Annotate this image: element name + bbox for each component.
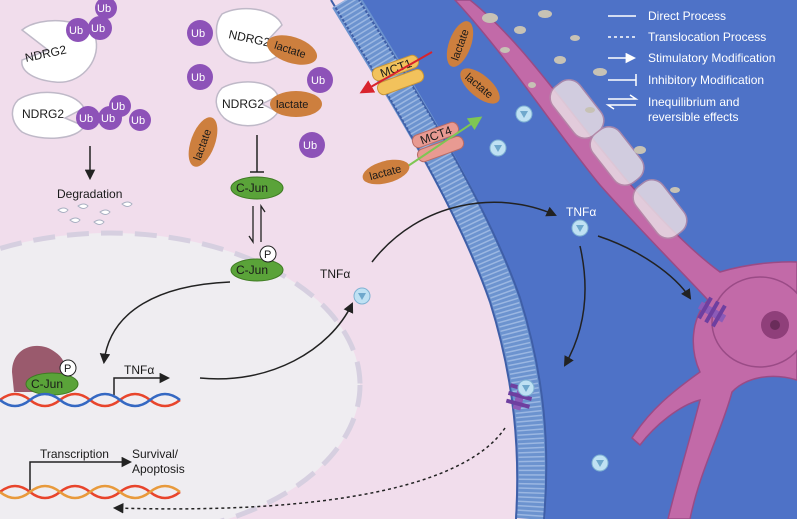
tnfa-cytoplasm-icon [353,287,371,305]
ub-free [307,67,333,93]
legend-translocation-process: Translocation Process [648,30,766,44]
legend-reversible-effects: reversible effects [648,110,739,124]
degradation-fragments [57,201,133,225]
phospho-cjun-dna-bound: C-Jun P [25,359,79,396]
myelin-segment [632,179,688,239]
ndrg2-lactate-complex-1: NDRG2 lactate [215,7,318,65]
translocation-arrow-to-nucleus [112,427,506,514]
legend-inhibitory-modification: Inhibitory Modification [648,73,764,87]
tnfa-bound-icon [517,379,535,397]
arrow-cjun-to-nucleus [99,281,231,365]
apoptosis-label: Apoptosis [132,462,185,476]
arrow-tnfa-secretion [371,201,557,263]
arrow-tnfa-out-nucleus [199,302,354,380]
neuron-soma [711,276,797,368]
nuclear-envelope [0,230,363,524]
transcription-arrow [29,456,133,490]
cjun-label: C-Jun [236,263,268,277]
ub-label: Ub [101,113,115,125]
reversible-arrow-up [260,203,266,242]
arrow-tnfa-to-neuron [597,235,692,300]
mct1-transporter: MCT1 [371,54,425,96]
dna-helix-1 [0,392,181,408]
ndrg2-ub-complex-1: NDRG2 Ub Ub Ub [20,0,117,83]
lactate-label: lactate [276,99,308,111]
cjun-label: C-Jun [31,377,63,391]
tnfa-cytoplasm-label: TNFα [320,267,350,281]
phospho-cjun: C-Jun P [230,245,284,282]
ndrg2-label: NDRG2 [22,107,64,121]
lactate-free-1: lactate [188,117,218,167]
lactate-intracellular-2: lactate [362,159,410,185]
tnfa-extracellular-icon [571,219,589,237]
neuron [453,0,797,520]
tnfa-gene-label: TNFα [124,363,154,377]
myelin-segment [589,126,645,186]
ub-label: Ub [131,115,145,127]
ub-label: Ub [69,25,83,37]
tnfa-extracellular-label: TNFα [566,205,596,219]
nucleus [0,233,360,524]
ub-label: Ub [303,140,317,152]
ub-label: Ub [79,113,93,125]
ndrg2-lactate-complex-2: NDRG2 lactate [215,81,322,127]
degradation-label: Degradation [57,187,122,201]
survival-label: Survival/ [132,447,179,461]
legend-inequilibrium: Inequilibrium and [648,95,739,109]
reversible-arrow-down [248,206,254,245]
mct4-transporter: MCT4 [411,121,465,163]
ub-free [187,64,213,90]
ndrg2-ub-complex-2: NDRG2 Ub Ub Ub Ub [11,91,151,139]
ub-label: Ub [191,28,205,40]
myelin-debris [482,10,680,193]
legend-direct-process: Direct Process [648,9,726,23]
ndrg2-label: NDRG2 [222,97,264,111]
mct1-red-arrow [359,51,433,94]
ub-free [187,20,213,46]
phosphate-label: P [264,249,271,261]
phosphate-label: P [64,363,71,375]
dna-helix-2 [0,484,181,500]
neuron-tnf-receptor [697,296,727,328]
neuron-nucleolus [770,320,780,330]
ub-label: Ub [311,75,325,87]
tnfa-extracellular-icon-small [591,454,609,472]
transcription-label: Transcription [40,447,109,461]
ub-label: Ub [97,3,111,15]
tnfa-extracellular-icon-small [489,139,507,157]
ub-label: Ub [191,72,205,84]
ub-free [299,132,325,158]
lactate-extracellular-1: lactate [446,21,474,67]
ub-label: Ub [111,101,125,113]
cjun-label: C-Jun [236,181,268,195]
legend-stimulatory-modification: Stimulatory Modification [648,51,775,65]
arrow-tnfa-to-astrocyte [563,245,586,367]
legend: Direct Process Translocation Process Sti… [605,9,775,124]
mct4-green-arrow [401,116,483,171]
cjun-protein: C-Jun [230,176,284,200]
tnfa-extracellular-icon-small [515,105,533,123]
ub-label: Ub [91,23,105,35]
tnfa-gene-promoter-arrow [113,372,171,395]
